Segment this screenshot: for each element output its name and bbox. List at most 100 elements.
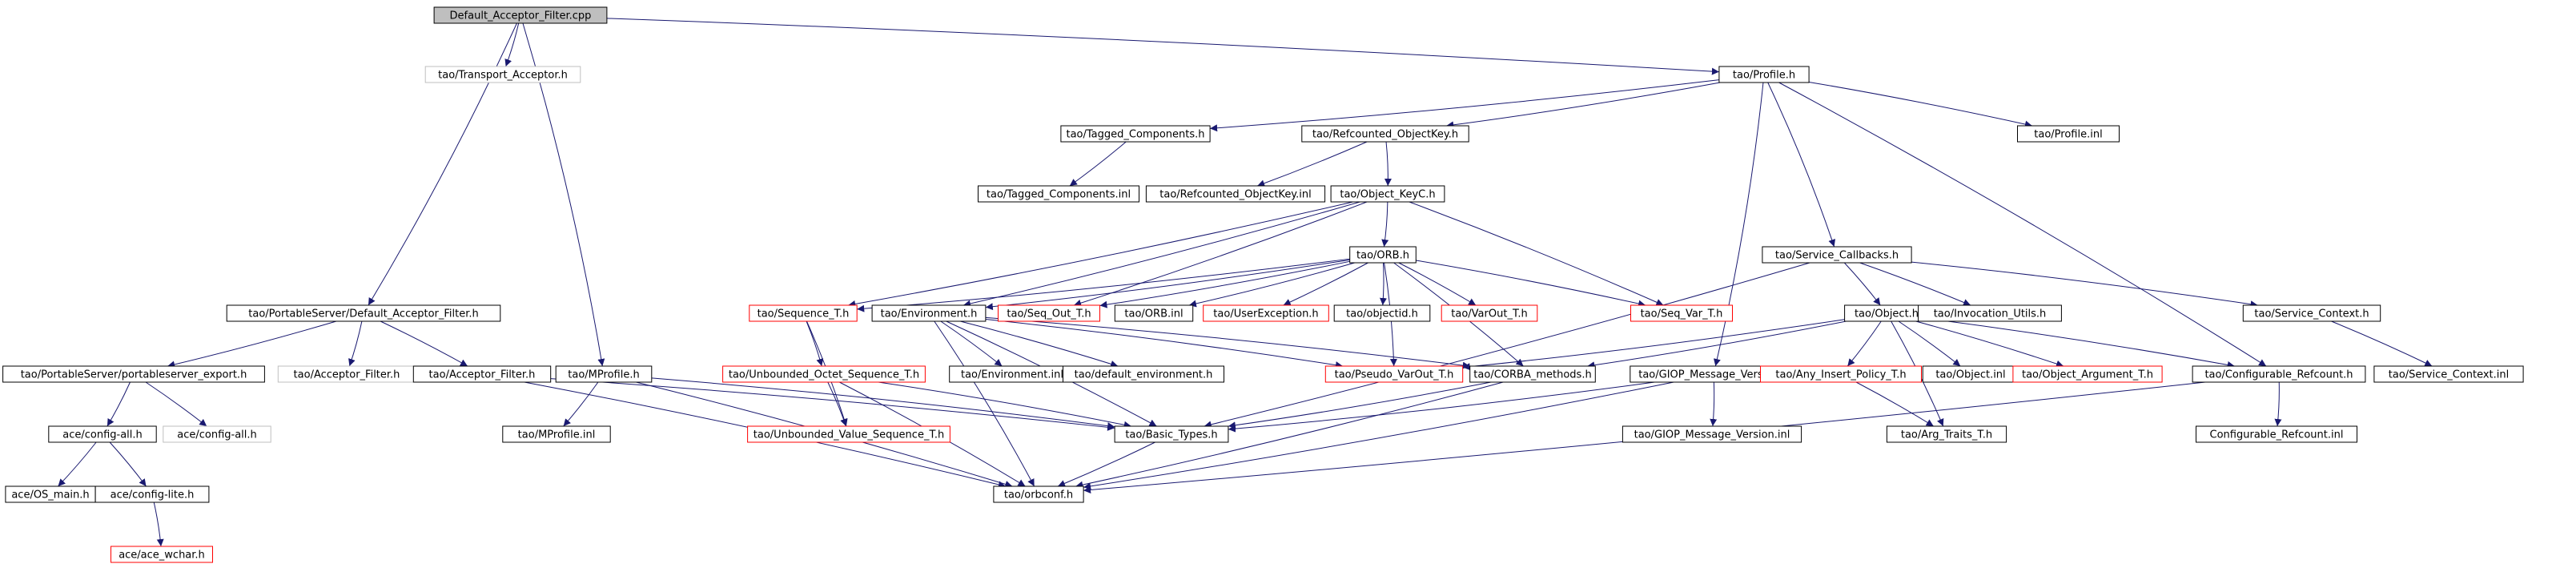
node-tao-corba-methods-h[interactable]: tao/CORBA_methods.h <box>1469 365 1596 383</box>
node-box <box>722 365 926 383</box>
node-label: tao/Transport_Acceptor.h <box>438 70 568 82</box>
node-tao-object-inl[interactable]: tao/Object.inl <box>1922 365 2019 383</box>
edge-tao-object-h-to-tao-object-argument-t-h <box>1915 320 2064 368</box>
node-tao-invocation-utils-h[interactable]: tao/Invocation_Utils.h <box>1918 304 2062 322</box>
node-tao-service-context-h[interactable]: tao/Service_Context.h <box>2242 304 2381 322</box>
edge-tao-acceptor-filter-h-to-tao-basic-types-h <box>550 378 1115 431</box>
edge-tao-object-h-to-tao-corba-methods-h <box>1587 320 1847 369</box>
node-tao-pseudo-varout-t-h[interactable]: tao/Pseudo_VarOut_T.h <box>1324 365 1464 383</box>
node-tao-arg-traits-t-h[interactable]: tao/Arg_Traits_T.h <box>1886 425 2007 443</box>
edge-tao-profile-h-to-tao-refcounted-objectkey-h <box>1446 82 1721 129</box>
node-label: tao/PortableServer/Default_Acceptor_Filt… <box>248 308 479 320</box>
node-tao-mprofile-inl[interactable]: tao/MProfile.inl <box>502 425 611 443</box>
node-tao-userexception-h[interactable]: tao/UserException.h <box>1203 304 1329 322</box>
node-tao-unbounded-value-sequence-t-h[interactable]: tao/Unbounded_Value_Sequence_T.h <box>747 425 950 443</box>
edge-tao-environment-h-to-tao-pseudo-varout-t-h <box>985 319 1344 369</box>
node-label: tao/Tagged_Components.h <box>1066 129 1204 141</box>
node-label: tao/Service_Context.inl <box>2389 369 2509 381</box>
node-tao-tagged-components-inl[interactable]: tao/Tagged_Components.inl <box>978 185 1139 203</box>
node-tao-seq-out-t-h[interactable]: tao/Seq_Out_T.h <box>998 304 1100 322</box>
node-tao-objectid-h[interactable]: tao/objectid.h <box>1333 304 1431 322</box>
node-box <box>2373 365 2524 383</box>
node-tao-giop-message-version-inl[interactable]: tao/GIOP_Message_Version.inl <box>1622 425 1802 443</box>
edge-tao-tagged-components-h-to-tao-tagged-components-inl <box>1069 141 1127 187</box>
edge-tao-object-keyc-h-to-tao-environment-h <box>962 201 1360 308</box>
edge-tao-orb-h-to-tao-environment-h <box>985 259 1350 311</box>
node-tao-acceptor-filter-h[interactable]: tao/Acceptor_Filter.h <box>412 365 552 383</box>
edge-tao-environment-h-to-tao-corba-methods-h <box>985 316 1470 369</box>
node-box <box>2017 125 2120 143</box>
node-box <box>998 304 1100 322</box>
node-tao-orb-h[interactable]: tao/ORB.h <box>1349 246 1417 264</box>
node-tao-configurable-refcount-h[interactable]: tao/Configurable_Refcount.h <box>2192 365 2366 383</box>
node-label: tao/Refcounted_ObjectKey.inl <box>1159 189 1312 201</box>
node-box <box>163 425 271 443</box>
node-label: tao/Unbounded_Octet_Sequence_T.h <box>729 369 919 381</box>
node-tao-service-context-inl[interactable]: tao/Service_Context.inl <box>2373 365 2524 383</box>
node-tao-environment-h[interactable]: tao/Environment.h <box>871 304 987 322</box>
node-tao-profile-inl[interactable]: tao/Profile.inl <box>2017 125 2120 143</box>
node-label: tao/Basic_Types.h <box>1125 429 1217 441</box>
node-tao-default-environment-h[interactable]: tao/default_environment.h <box>1063 365 1224 383</box>
node-tao-portableserver-default-acceptor-filter-h[interactable]: tao/PortableServer/Default_Acceptor_Filt… <box>226 304 501 322</box>
node-configurable-refcount-inl[interactable]: Configurable_Refcount.inl <box>2196 425 2357 443</box>
node-tao-varout-t-h[interactable]: tao/VarOut_T.h <box>1441 304 1538 322</box>
node-tao-object-h[interactable]: tao/Object.h <box>1844 304 1929 322</box>
edge-default-acceptor-filter-cpp-to-tao-profile-h <box>606 18 1719 75</box>
edge-tao-service-callbacks-h-to-tao-invocation-utils-h <box>1859 262 1971 306</box>
node-label: ace/OS_main.h <box>11 489 89 502</box>
node-ace-config-all-h[interactable]: ace/config-all.h <box>163 425 271 443</box>
node-box <box>1622 425 1802 443</box>
node-label: tao/Object_Argument_T.h <box>2022 369 2153 381</box>
file-nodes: Default_Acceptor_Filter.cpptao/Transport… <box>2 6 2524 563</box>
node-tao-service-callbacks-h[interactable]: tao/Service_Callbacks.h <box>1762 246 1912 264</box>
node-label: tao/Refcounted_ObjectKey.h <box>1312 129 1458 141</box>
node-ace-os-main-h[interactable]: ace/OS_main.h <box>5 485 96 503</box>
node-tao-refcounted-objectkey-inl[interactable]: tao/Refcounted_ObjectKey.inl <box>1145 185 1326 203</box>
edge-tao-service-callbacks-h-to-tao-basic-types-h <box>1204 262 1810 429</box>
edge-tao-any-insert-policy-t-h-to-tao-arg-traits-t-h <box>1855 381 1934 427</box>
node-label: tao/UserException.h <box>1213 308 1318 320</box>
edge-tao-profile-h-to-tao-giop-message-version-h <box>1713 82 1764 367</box>
edge-tao-giop-message-version-h-to-tao-giop-message-version-inl <box>1710 381 1718 427</box>
edge-tao-object-h-to-tao-object-inl <box>1898 320 1961 367</box>
node-tao-object-argument-t-h[interactable]: tao/Object_Argument_T.h <box>2012 365 2163 383</box>
node-ace-config-all-h[interactable]: ace/config-all.h <box>48 425 157 443</box>
node-tao-portableserver-portableserver-export-h[interactable]: tao/PortableServer/portableserver_export… <box>2 365 265 383</box>
node-tao-profile-h[interactable]: tao/Profile.h <box>1718 66 1810 83</box>
node-label: tao/VarOut_T.h <box>1451 308 1527 320</box>
node-box <box>2196 425 2357 443</box>
node-ace-ace-wchar-h[interactable]: ace/ace_wchar.h <box>111 546 213 563</box>
edge-tao-corba-methods-h-to-tao-basic-types-h <box>1228 381 1492 429</box>
edge-tao-object-keyc-h-to-tao-seq-var-t-h <box>1409 201 1664 306</box>
node-label: tao/Seq_Out_T.h <box>1007 308 1091 320</box>
node-tao-transport-acceptor-h[interactable]: tao/Transport_Acceptor.h <box>424 66 581 83</box>
edge-tao-object-keyc-h-to-tao-sequence-t-h <box>848 201 1353 308</box>
node-tao-any-insert-policy-t-h[interactable]: tao/Any_Insert_Policy_T.h <box>1760 365 1922 383</box>
edge-tao-object-keyc-h-to-tao-seq-out-t-h <box>1073 201 1368 307</box>
node-tao-environment-inl[interactable]: tao/Environment.inl <box>949 365 1075 383</box>
node-tao-basic-types-h[interactable]: tao/Basic_Types.h <box>1114 425 1229 443</box>
edge-tao-environment-h-to-tao-orbconf-h <box>934 320 1035 487</box>
node-box <box>1063 365 1224 383</box>
node-box <box>1349 246 1417 264</box>
node-tao-orbconf-h[interactable]: tao/orbconf.h <box>993 485 1084 503</box>
node-tao-object-keyc-h[interactable]: tao/Object_KeyC.h <box>1330 185 1445 203</box>
node-tao-seq-var-t-h[interactable]: tao/Seq_Var_T.h <box>1630 304 1733 322</box>
node-tao-sequence-t-h[interactable]: tao/Sequence_T.h <box>749 304 858 322</box>
node-tao-refcounted-objectkey-h[interactable]: tao/Refcounted_ObjectKey.h <box>1301 125 1469 143</box>
node-ace-config-lite-h[interactable]: ace/config-lite.h <box>94 485 210 503</box>
node-tao-giop-message-version-h[interactable]: tao/GIOP_Message_Version.h <box>1630 365 1798 383</box>
dependency-edges <box>58 18 2433 547</box>
node-tao-tagged-components-h[interactable]: tao/Tagged_Components.h <box>1060 125 1211 143</box>
node-label: tao/Configurable_Refcount.h <box>2204 369 2353 381</box>
node-tao-orb-inl[interactable]: tao/ORB.inl <box>1114 304 1194 322</box>
node-tao-unbounded-octet-sequence-t-h[interactable]: tao/Unbounded_Octet_Sequence_T.h <box>722 365 926 383</box>
node-label: tao/Invocation_Utils.h <box>1934 308 2047 320</box>
node-tao-acceptor-filter-h[interactable]: tao/Acceptor_Filter.h <box>277 365 416 383</box>
node-label: tao/CORBA_methods.h <box>1473 369 1591 381</box>
edge-tao-refcounted-objectkey-h-to-tao-refcounted-objectkey-inl <box>1257 141 1368 187</box>
node-box <box>1145 185 1326 203</box>
node-tao-mprofile-h[interactable]: tao/MProfile.h <box>555 365 653 383</box>
node-box <box>2192 365 2366 383</box>
